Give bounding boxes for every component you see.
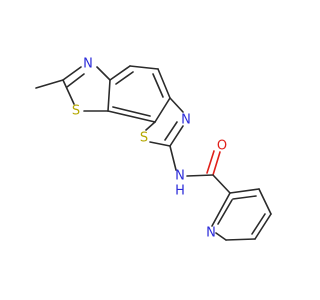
bond-benz-6-double bbox=[112, 106, 151, 117]
atom-h-amide: H bbox=[175, 184, 185, 199]
bond-py-5 bbox=[225, 238, 256, 241]
bond-benz-4-double bbox=[152, 73, 164, 98]
bond-py-4-double bbox=[251, 213, 266, 235]
bond-benz-1 bbox=[107, 79, 111, 112]
atom-s-thiazole2: S bbox=[140, 131, 148, 146]
bond-benz-6 bbox=[107, 110, 156, 123]
bond-c2-n-double bbox=[66, 73, 85, 88]
bond-benz-5 bbox=[154, 97, 171, 123]
bond-py-1 bbox=[212, 174, 231, 194]
atom-n-thiazole1: N bbox=[83, 57, 93, 72]
bond-py-2 bbox=[229, 188, 260, 194]
bond-c2-s bbox=[62, 79, 75, 105]
bond-c2b-s2 bbox=[149, 141, 171, 147]
bond-c2b-nh bbox=[169, 145, 177, 171]
bond-py-6 bbox=[211, 192, 231, 227]
molecule-diagram: N S N S N H O N bbox=[35, 57, 272, 241]
structure-canvas: N S N S N H O N bbox=[35, 57, 272, 241]
atom-n-thiazole2: N bbox=[181, 113, 191, 128]
atom-n-pyridine: N bbox=[206, 226, 216, 241]
atom-s-thiazole1: S bbox=[72, 104, 80, 119]
bond-benz-4 bbox=[157, 68, 171, 99]
bond-benz-3 bbox=[129, 65, 159, 70]
bond-c2-n bbox=[62, 66, 82, 81]
bond-nh-co bbox=[186, 174, 214, 177]
bond-py-2-double bbox=[232, 195, 257, 200]
bond-benz-2-double bbox=[115, 71, 134, 85]
bond-py-3 bbox=[258, 188, 272, 215]
atom-o-carbonyl: O bbox=[217, 139, 227, 154]
bond-py-7 bbox=[215, 232, 227, 241]
bond-py-4 bbox=[254, 213, 272, 240]
bond-n2-c2b bbox=[169, 125, 184, 147]
bond-n2-c2b-double bbox=[164, 121, 178, 141]
bond-c-o-double bbox=[206, 150, 215, 174]
bond-methyl bbox=[35, 79, 64, 89]
bond-n-c7a bbox=[96, 66, 111, 81]
bond-c-o bbox=[212, 151, 221, 176]
bond-py-6-double bbox=[217, 199, 233, 225]
atom-n-amide: N bbox=[175, 169, 185, 184]
bond-benz-2 bbox=[109, 65, 131, 81]
bond-c-n2 bbox=[169, 97, 184, 113]
bond-s2-c bbox=[145, 121, 156, 131]
